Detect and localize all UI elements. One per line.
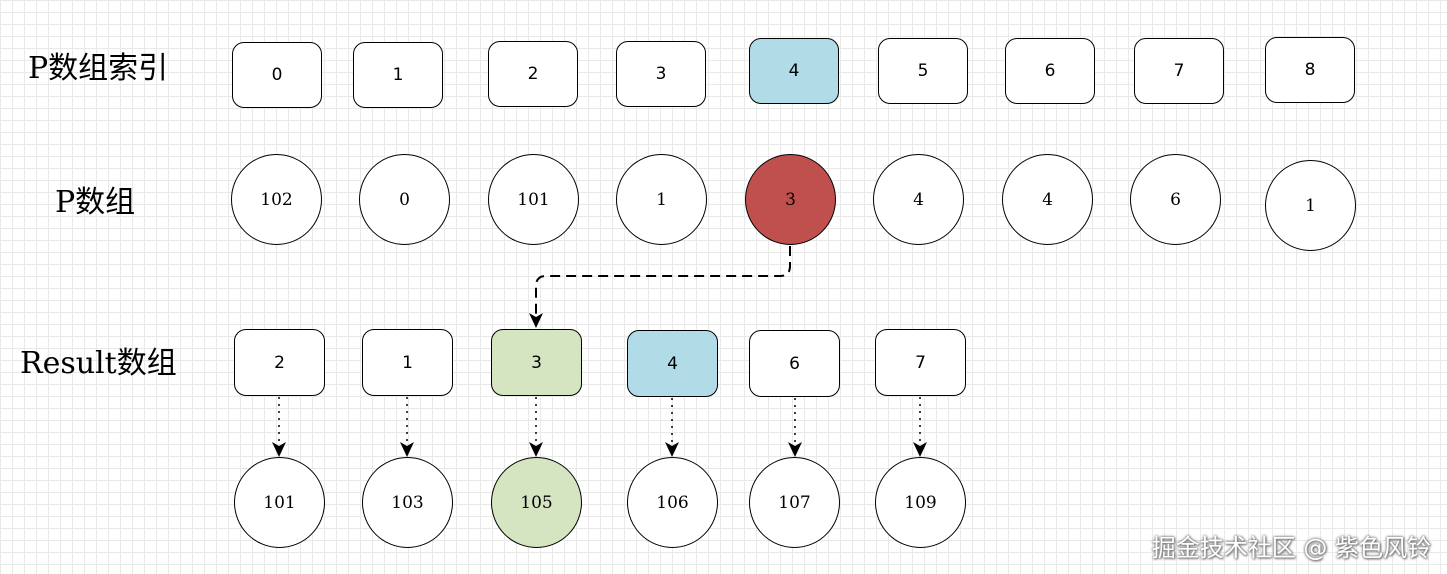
result-value-circle: 107 (749, 457, 840, 548)
p-value-circle: 4 (1002, 154, 1093, 245)
label-p-array: P数组 (55, 185, 136, 220)
p-value-circle: 4 (873, 154, 964, 245)
p-index-box: 2 (488, 41, 578, 107)
result-index-box-blue: 4 (627, 330, 718, 397)
p-value-circle: 6 (1130, 154, 1221, 245)
watermark: 掘金技术社区 @ 紫色风铃 (1151, 534, 1431, 562)
p-index-box: 6 (1005, 38, 1095, 104)
p-value-circle-selected: 3 (745, 154, 836, 245)
result-value-circle-green: 105 (491, 457, 582, 548)
p-value-circle: 1 (616, 154, 707, 245)
p-index-box: 3 (616, 41, 706, 107)
p-index-box: 1 (353, 42, 443, 108)
dotted-arrowheads (272, 442, 927, 457)
result-index-box-green: 3 (491, 329, 582, 396)
p-value-circle: 1 (1265, 160, 1356, 251)
label-result-array: Result数组 (20, 346, 177, 381)
p-index-box: 0 (232, 42, 322, 108)
result-index-box: 2 (234, 329, 325, 396)
p-index-box: 5 (878, 38, 968, 104)
result-value-circle: 109 (875, 457, 966, 548)
p-index-box: 7 (1134, 38, 1224, 104)
p-value-circle: 0 (359, 154, 450, 245)
result-index-box: 1 (362, 329, 453, 396)
dotted-arrows (278, 397, 921, 448)
p-value-circle: 102 (231, 154, 322, 245)
result-value-circle: 106 (627, 457, 718, 548)
dashed-connector-arrow (535, 246, 791, 326)
result-value-circle: 103 (362, 457, 453, 548)
result-value-circle: 101 (234, 457, 325, 548)
dashed-connector-arrowhead (529, 313, 543, 328)
p-index-box-selected: 4 (749, 38, 839, 104)
p-value-circle: 101 (488, 154, 579, 245)
result-index-box: 6 (749, 330, 840, 397)
result-index-box: 7 (875, 329, 966, 396)
p-index-box: 8 (1265, 37, 1355, 103)
label-p-index: P数组索引 (28, 51, 169, 86)
